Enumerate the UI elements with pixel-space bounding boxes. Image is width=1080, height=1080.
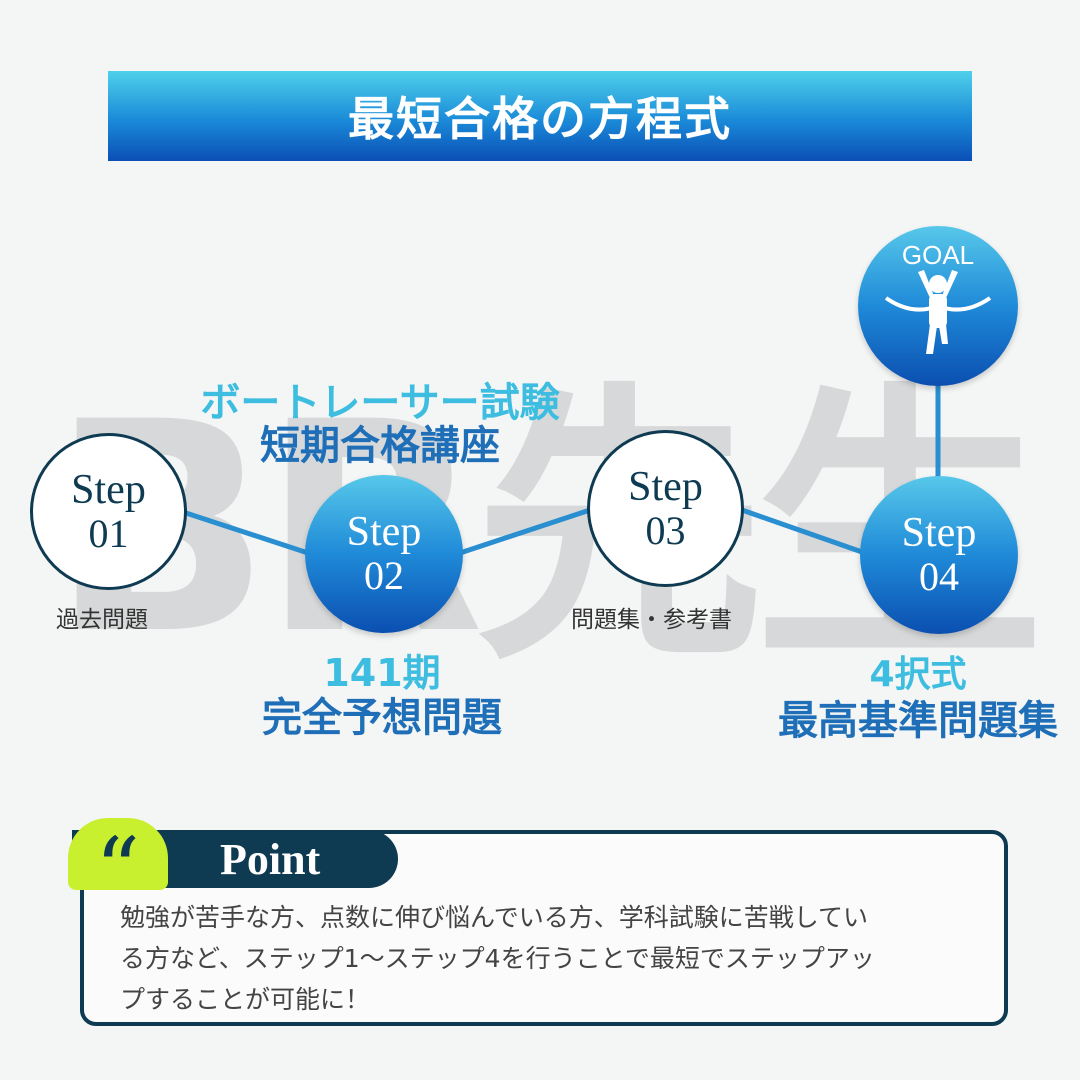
step-02-word: Step — [346, 509, 422, 555]
goal-circle: GOAL — [858, 226, 1018, 386]
runner-finish-icon — [884, 270, 992, 354]
step-04-number: 04 — [919, 554, 959, 599]
step-04-circle: Step 04 — [860, 476, 1018, 634]
point-title: Point — [220, 835, 321, 884]
point-body-line-3: プすることが可能に！ — [120, 985, 371, 1014]
point-body-line-2: る方など、ステップ1～ステップ4を行うことで最短でステップアッ — [120, 944, 875, 973]
step-01-circle: Step 01 — [30, 433, 187, 590]
quote-mark-icon: “ — [95, 818, 140, 921]
step-04-bottom-label-line2: 最高基準問題集 — [778, 698, 1058, 744]
step-03-circle: Step 03 — [587, 430, 744, 587]
step-04-word: Step — [901, 510, 977, 556]
step-03-caption: 問題集・参考書 — [571, 607, 732, 633]
step-02-top-label-line1: ボートレーサー試験 — [200, 380, 560, 426]
step-01-caption: 過去問題 — [56, 607, 148, 633]
page-title: 最短合格の方程式 — [348, 92, 732, 146]
step-02-circle: Step 02 — [305, 475, 463, 633]
goal-label: GOAL — [901, 240, 975, 270]
step-01-word: Step — [71, 466, 146, 513]
connector-1-2 — [185, 510, 309, 556]
title-banner: 最短合格の方程式 — [108, 71, 972, 161]
point-body-line-1: 勉強が苦手な方、点数に伸び悩んでいる方、学科試験に苦戦してい — [120, 903, 869, 932]
connector-2-3 — [459, 507, 591, 556]
connector-3-4 — [741, 507, 863, 555]
step-01-number: 01 — [88, 510, 129, 556]
step-02-number: 02 — [364, 553, 404, 598]
step-02-bottom-label-line1: 141期 — [323, 651, 441, 695]
step-03-number: 03 — [645, 507, 686, 553]
step-03-word: Step — [628, 463, 703, 510]
point-body: 勉強が苦手な方、点数に伸び悩んでいる方、学科試験に苦戦してい る方など、ステップ… — [120, 897, 960, 1020]
quote-badge — [68, 818, 168, 890]
step-04-bottom-label-line1: 4択式 — [869, 654, 967, 695]
step-02-top-label-line2: 短期合格講座 — [260, 423, 500, 469]
step-02-bottom-label-line2: 完全予想問題 — [262, 695, 502, 741]
